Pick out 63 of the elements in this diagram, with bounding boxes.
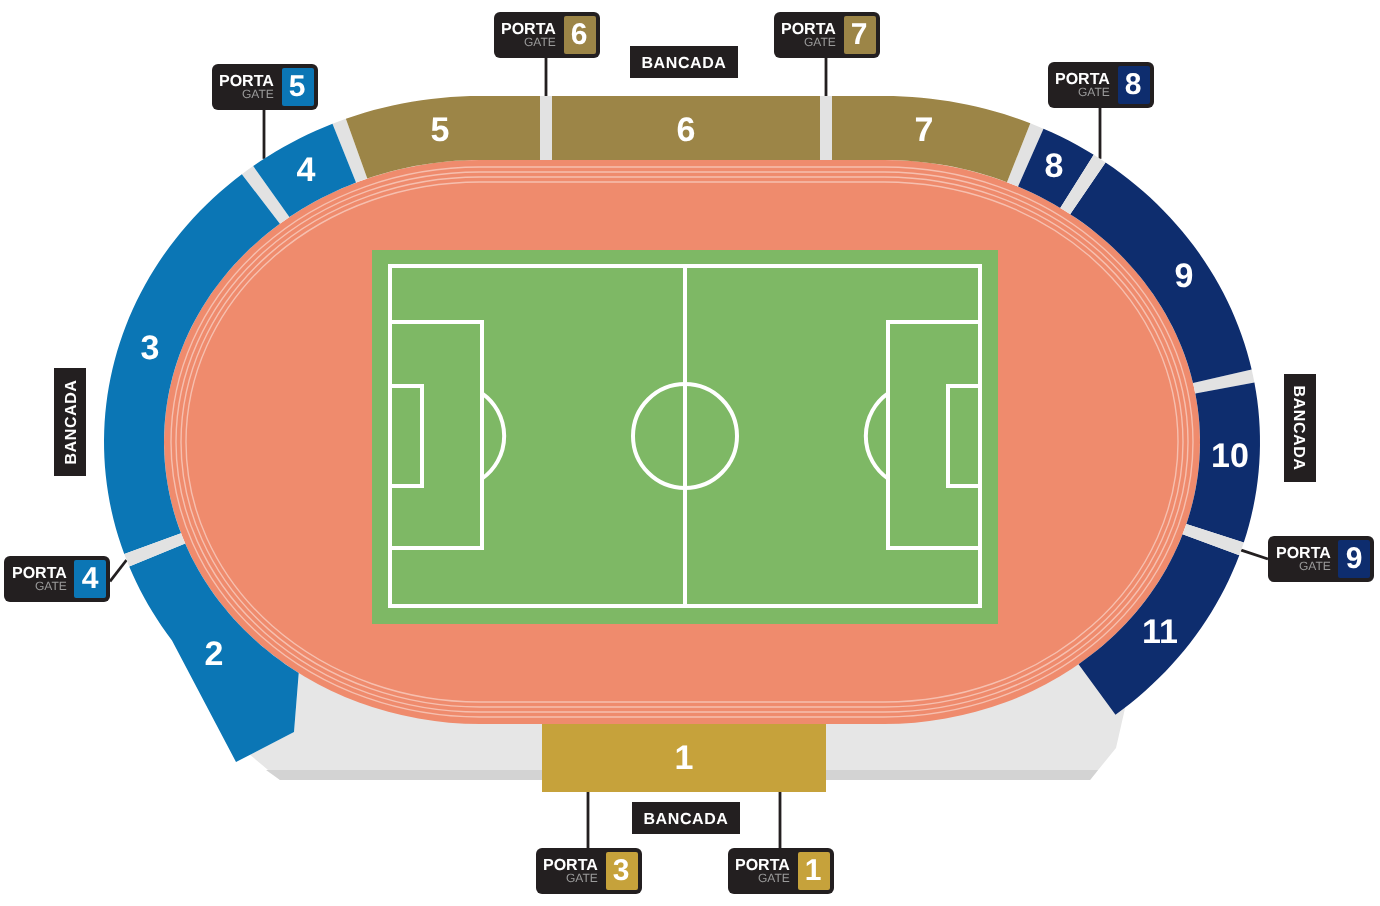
sector-number: 4 xyxy=(296,153,316,187)
gate-number: 7 xyxy=(843,16,875,54)
seating-section xyxy=(252,122,358,218)
stand-sign: BANCADA xyxy=(1284,374,1316,482)
gate-sign xyxy=(211,64,317,110)
gate-number: 9 xyxy=(1338,540,1370,578)
leader-line xyxy=(1098,108,1102,159)
stand-sign: BANCADA xyxy=(630,46,738,78)
sector-number: 10 xyxy=(1211,439,1249,473)
seating-section xyxy=(1186,382,1260,544)
gate-sign xyxy=(773,12,879,58)
gate-sign xyxy=(727,848,833,894)
leader-line xyxy=(1240,548,1269,561)
stand-aisle xyxy=(124,532,186,568)
sector-number: 8 xyxy=(1044,149,1064,183)
gate-number: 8 xyxy=(1117,66,1149,104)
seating-section xyxy=(1078,534,1240,716)
gate-number: 1 xyxy=(797,852,829,890)
gate-label: PORTA xyxy=(1276,543,1331,561)
seating-section xyxy=(542,724,826,792)
leader-line xyxy=(262,110,266,159)
gate-label: PORTA xyxy=(219,71,274,89)
stand-sign: BANCADA xyxy=(54,368,86,476)
sector-number: 5 xyxy=(430,113,450,147)
leader-line xyxy=(778,792,782,848)
stand-aisle xyxy=(1060,154,1106,216)
leader-line xyxy=(544,58,548,96)
sector-number: 9 xyxy=(1174,259,1194,293)
gate-sign xyxy=(535,848,641,894)
seating-section xyxy=(128,542,300,762)
seating-section xyxy=(1070,162,1252,384)
sector-number: 3 xyxy=(140,331,160,365)
seating-section xyxy=(104,174,280,556)
leader-line xyxy=(586,792,590,848)
sector-number: 1 xyxy=(674,741,694,775)
seating-section xyxy=(832,96,1032,184)
gate-label: PORTA xyxy=(1055,69,1110,87)
gate-sign xyxy=(493,12,599,58)
sector-number: 7 xyxy=(914,113,934,147)
sector-number: 2 xyxy=(204,637,224,671)
gate-sign xyxy=(1268,536,1374,582)
sector-number: 11 xyxy=(1142,615,1178,649)
sector-number: 6 xyxy=(676,113,696,147)
gate-label: PORTA xyxy=(735,855,790,873)
gate-sign xyxy=(4,556,110,602)
gate-label: PORTA xyxy=(543,855,598,873)
stand-aisle xyxy=(820,96,832,160)
stand-aisle xyxy=(540,96,552,160)
gate-label: PORTA xyxy=(501,19,556,37)
stand-aisle xyxy=(1182,522,1244,556)
leader-line xyxy=(824,58,828,96)
stand-sign: BANCADA xyxy=(632,802,740,834)
leader-line xyxy=(108,559,128,583)
seating-section xyxy=(1018,128,1094,208)
gate-number: 3 xyxy=(605,852,637,890)
seating-section xyxy=(344,96,540,180)
gate-number: 4 xyxy=(74,560,106,598)
gate-number: 5 xyxy=(281,68,313,106)
seating-section xyxy=(552,96,820,160)
gate-sign xyxy=(1047,62,1153,108)
gate-number: 6 xyxy=(563,16,595,54)
gate-label: PORTA xyxy=(781,19,836,37)
gate-label: PORTA xyxy=(12,563,67,581)
